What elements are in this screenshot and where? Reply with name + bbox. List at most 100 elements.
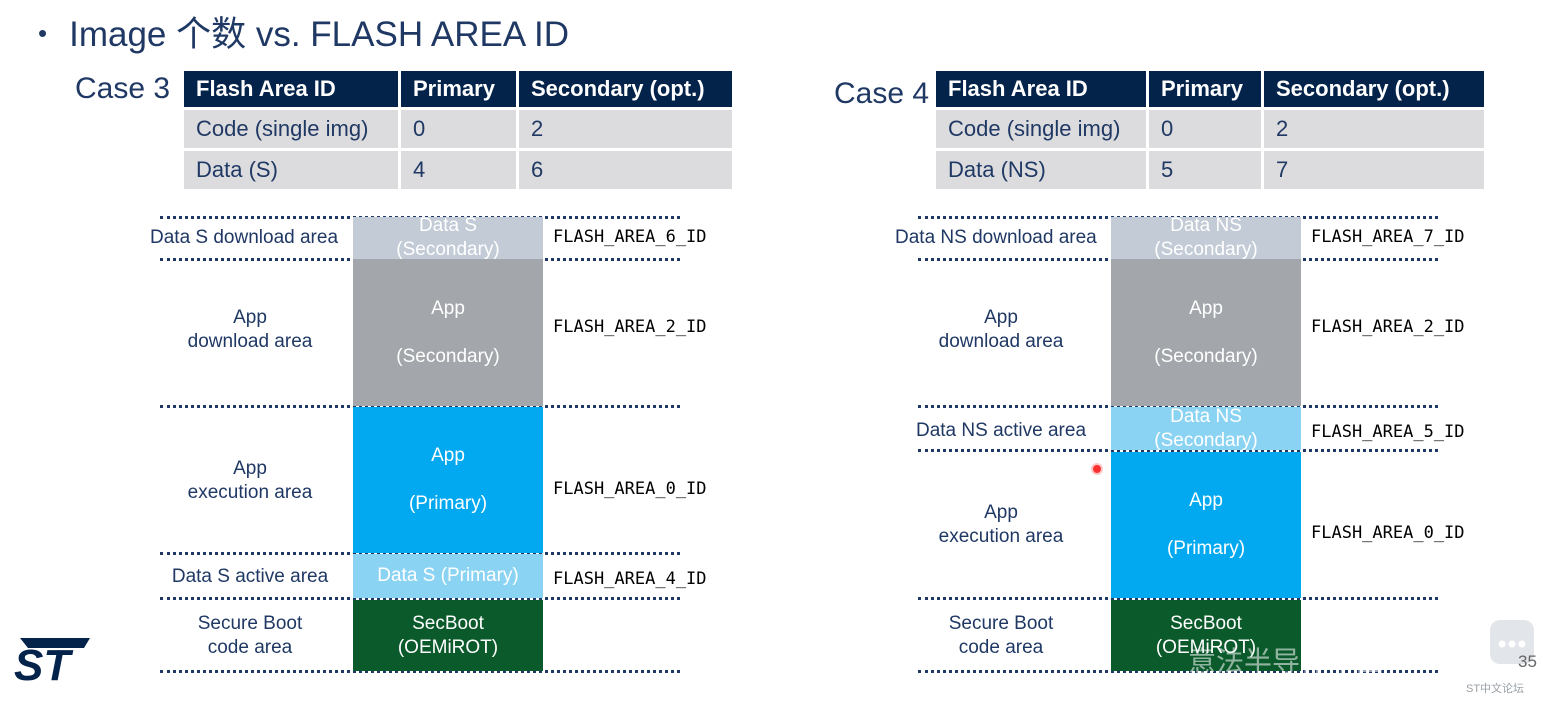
table-header: Secondary (opt.)	[1262, 71, 1484, 109]
data-ns-secondary-block: Data NS (Secondary)	[1111, 217, 1301, 259]
table-cell: 5	[1147, 148, 1264, 189]
area-label-line: code area	[207, 637, 293, 658]
area-label-line: execution area	[938, 526, 1064, 547]
divider-line	[918, 597, 1438, 600]
table-cell: 0	[399, 107, 519, 150]
area-label-line: App	[233, 307, 267, 328]
area-label-line: code area	[958, 637, 1044, 658]
table-cell: 7	[1262, 148, 1484, 189]
table-cell: Data (NS)	[936, 148, 1149, 189]
area-label: Data NS active area	[915, 420, 1087, 441]
chat-icon	[1490, 620, 1534, 664]
block-text: App	[1189, 490, 1223, 511]
flash-area-id: FLASH_AREA_7_ID	[1311, 227, 1465, 247]
data-s-primary-block: Data S (Primary)	[353, 554, 543, 598]
table-cell: 0	[1147, 107, 1264, 150]
table-cell: Data (S)	[184, 148, 401, 189]
divider-line	[918, 449, 1438, 452]
divider-line	[160, 405, 680, 408]
table-cell: 6	[517, 148, 732, 189]
area-label: Data S download area	[150, 227, 339, 248]
data-ns-active-block: Data NS (Secondary)	[1111, 407, 1301, 450]
table-header: Primary	[399, 71, 519, 109]
flash-area-id: FLASH_AREA_5_ID	[1311, 422, 1465, 442]
block-text: Data NS	[1170, 407, 1242, 427]
secboot-block: SecBoot (OEMiROT)	[353, 600, 543, 671]
table-row: Data (S) 4 6	[184, 148, 732, 189]
block-text: SecBoot	[412, 612, 484, 634]
block-text: (Primary)	[1166, 538, 1246, 559]
flash-area-id: FLASH_AREA_2_ID	[1311, 317, 1465, 337]
block-text: App	[1189, 297, 1223, 319]
block-text: SecBoot	[1170, 612, 1242, 634]
block-text: (Secondary)	[396, 239, 500, 259]
area-label-line: Secure Boot	[197, 613, 303, 634]
area-label: App download area	[900, 306, 1102, 354]
block-text: App	[431, 297, 465, 319]
area-label-line: App	[233, 458, 267, 479]
table-header-row: Flash Area ID Primary Secondary (opt.)	[184, 71, 732, 109]
area-label: App download area	[150, 306, 350, 354]
area-label: App execution area	[900, 501, 1102, 549]
forum-watermark: ST中文论坛	[1466, 683, 1525, 695]
divider-line	[160, 597, 680, 600]
divider-line	[160, 670, 680, 673]
flash-area-id: FLASH_AREA_2_ID	[553, 317, 707, 337]
st-logo: ST	[8, 636, 92, 690]
area-label-line: App	[984, 307, 1018, 328]
block-text: Data S	[418, 217, 478, 236]
area-label-line: execution area	[187, 482, 313, 503]
svg-text:ST: ST	[14, 641, 73, 684]
flash-area-id: FLASH_AREA_0_ID	[553, 479, 707, 499]
area-label: Secure Boot code area	[150, 612, 350, 660]
area-label-line: download area	[938, 331, 1064, 352]
flash-area-id: FLASH_AREA_0_ID	[1311, 523, 1465, 543]
app-primary-block: App (Primary)	[353, 407, 543, 553]
page-number: 35	[1518, 652, 1537, 671]
table-header-row: Flash Area ID Primary Secondary (opt.)	[936, 71, 1484, 109]
table-cell: 4	[399, 148, 519, 189]
block-text: (Secondary)	[396, 345, 500, 367]
flash-area-id: FLASH_AREA_6_ID	[553, 227, 707, 247]
area-label: Data S active area	[171, 566, 329, 587]
case3-label: Case 3	[75, 72, 171, 105]
block-text: Data NS	[1170, 217, 1242, 236]
table-cell: Code (single img)	[936, 107, 1149, 150]
app-primary-block: App (Primary)	[1111, 452, 1301, 598]
flash-area-id: FLASH_AREA_4_ID	[553, 569, 707, 589]
table-row: Code (single img) 0 2	[184, 107, 732, 150]
table-row: Code (single img) 0 2	[936, 107, 1484, 150]
block-text: (OEMiROT)	[1155, 636, 1257, 658]
block-text: (OEMiROT)	[397, 636, 499, 658]
table-cell: 2	[517, 107, 732, 150]
block-text: App	[431, 445, 465, 466]
app-secondary-block: App (Secondary)	[1111, 259, 1301, 406]
table-cell: 2	[1262, 107, 1484, 150]
area-label: App execution area	[150, 457, 350, 505]
table-row: Data (NS) 5 7	[936, 148, 1484, 189]
case4-flash-table: Flash Area ID Primary Secondary (opt.) C…	[936, 71, 1484, 189]
watermark-text: 意法半导体中国	[1188, 646, 1385, 677]
case3-flash-table: Flash Area ID Primary Secondary (opt.) C…	[184, 71, 732, 189]
slide-title: • Image 个数 vs. FLASH AREA ID	[38, 6, 569, 57]
divider-line	[918, 405, 1438, 408]
secboot-block: SecBoot (OEMiROT)	[1111, 600, 1301, 671]
divider-line	[160, 552, 680, 555]
bullet: •	[38, 18, 48, 48]
block-text: (Primary)	[408, 493, 488, 514]
area-label-line: download area	[187, 331, 313, 352]
table-header: Secondary (opt.)	[517, 71, 732, 109]
table-cell: Code (single img)	[184, 107, 401, 150]
cursor-pointer	[1091, 463, 1103, 475]
block-text: (Secondary)	[1154, 345, 1258, 367]
slide-title-text: Image 个数 vs. FLASH AREA ID	[69, 15, 569, 54]
table-header: Flash Area ID	[184, 71, 401, 109]
block-text: Data S (Primary)	[377, 565, 519, 586]
app-secondary-block: App (Secondary)	[353, 259, 543, 406]
block-text: (Secondary)	[1154, 429, 1258, 451]
block-text: (Secondary)	[1154, 239, 1258, 259]
area-label-line: Secure Boot	[948, 613, 1054, 634]
area-label-line: App	[984, 502, 1018, 523]
divider-line	[918, 670, 1438, 673]
area-label: Data NS download area	[895, 227, 1097, 248]
